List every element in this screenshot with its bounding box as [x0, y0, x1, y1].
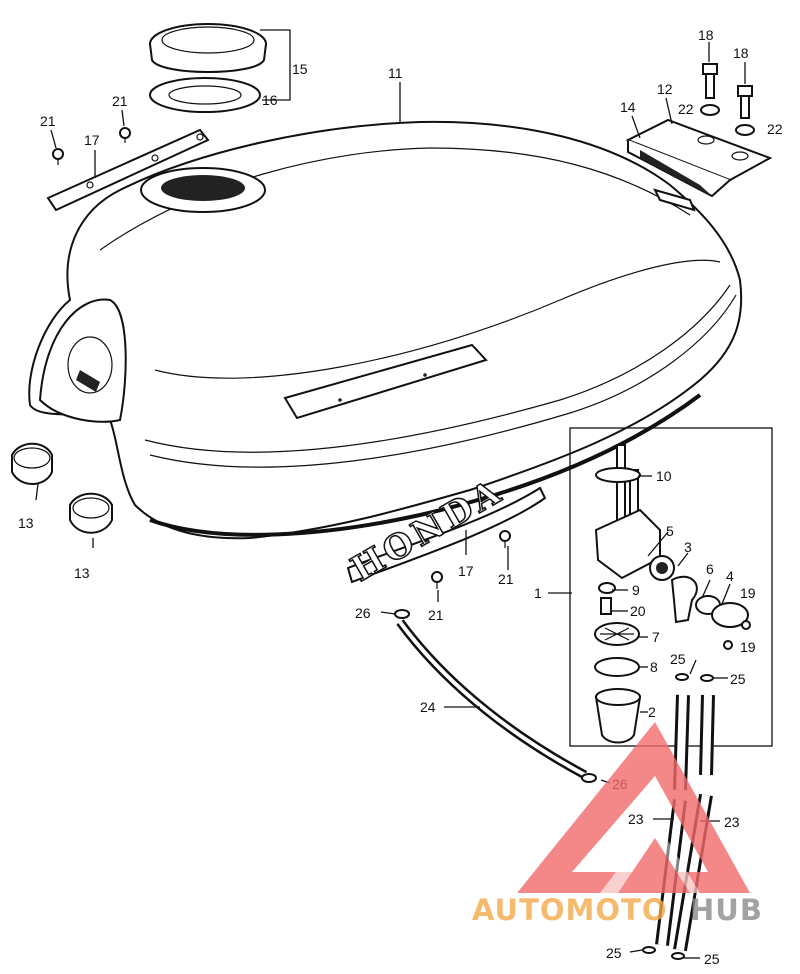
callout-8: 8	[650, 659, 658, 675]
clip-25-b	[700, 674, 714, 682]
watermark-triangle-icon	[517, 722, 750, 893]
cushion-13-left	[11, 442, 53, 485]
callout-19-b: 19	[740, 639, 756, 655]
callout-26-a: 26	[355, 605, 371, 621]
callout-3: 3	[684, 539, 692, 555]
callout-21-d: 21	[428, 607, 444, 623]
callout-20: 20	[630, 603, 646, 619]
callout-5: 5	[666, 523, 674, 539]
screw-21-a	[52, 148, 64, 165]
callout-12: 12	[657, 81, 673, 97]
callout-13-b: 13	[74, 565, 90, 581]
front-bracket	[46, 128, 210, 212]
callout-23-a: 23	[628, 811, 644, 827]
screw-21-d	[431, 571, 443, 589]
cushion-13-right	[69, 492, 113, 534]
rear-mount-bracket	[625, 118, 773, 198]
callout-9: 9	[632, 582, 640, 598]
callout-18-a: 18	[698, 27, 714, 43]
callout-25-c: 25	[606, 945, 622, 961]
callout-23-b: 23	[724, 814, 740, 830]
callout-21-c: 21	[498, 571, 514, 587]
callout-25-a: 25	[670, 651, 686, 667]
screw-21-c	[499, 530, 511, 548]
bolt-20	[600, 597, 612, 615]
filter-7	[594, 622, 640, 646]
watermark-text-1: AUTOMOTO	[472, 893, 667, 927]
callout-21-b: 21	[112, 93, 128, 109]
sediment-cup-2	[594, 688, 642, 744]
fuel-tank	[28, 120, 743, 540]
callout-22-a: 22	[678, 101, 694, 117]
callout-16: 16	[262, 92, 278, 108]
callout-25-d: 25	[704, 951, 720, 967]
watermark-text-2: HUB	[690, 893, 763, 927]
callout-22-b: 22	[767, 121, 783, 137]
clip-25-a	[675, 673, 689, 681]
callout-19-a: 19	[740, 585, 756, 601]
callout-17-a: 17	[84, 132, 100, 148]
screw-21-b	[119, 127, 131, 143]
callout-21-a: 21	[40, 113, 56, 129]
callout-15: 15	[292, 61, 308, 77]
watermark: AUTOMOTO HUB	[472, 722, 763, 927]
callouts: 15 16 11 21 21 17 18 18 12 14 22 22 13 1…	[18, 27, 783, 967]
bolt-18-right	[735, 85, 755, 136]
fuel-hose	[394, 609, 597, 783]
callout-25-b: 25	[730, 671, 746, 687]
cap-gasket	[149, 77, 261, 113]
callout-11: 11	[388, 65, 403, 81]
callout-14: 14	[620, 99, 636, 115]
screw-19-b	[723, 640, 733, 650]
leader-lines	[35, 29, 746, 959]
callout-24: 24	[420, 699, 436, 715]
plate-4	[711, 602, 749, 628]
clip-25-d	[671, 952, 685, 960]
bolt-18-left	[700, 63, 720, 116]
callout-17-b: 17	[458, 563, 474, 579]
callout-1: 1	[534, 585, 542, 601]
callout-13-a: 13	[18, 515, 34, 531]
callout-10: 10	[656, 468, 672, 484]
lever-3	[670, 575, 698, 624]
callout-2: 2	[648, 704, 656, 720]
filler-cap	[149, 23, 267, 73]
fuel-cock-box	[569, 427, 773, 747]
oring-8	[594, 657, 640, 677]
callout-18-b: 18	[733, 45, 749, 61]
clip-25-c	[642, 946, 656, 954]
callout-4: 4	[726, 568, 734, 584]
fuel-cock	[594, 444, 675, 581]
washer-9	[598, 582, 616, 594]
callout-7: 7	[652, 629, 660, 645]
screw-19-a	[741, 620, 751, 630]
callout-6: 6	[706, 561, 714, 577]
